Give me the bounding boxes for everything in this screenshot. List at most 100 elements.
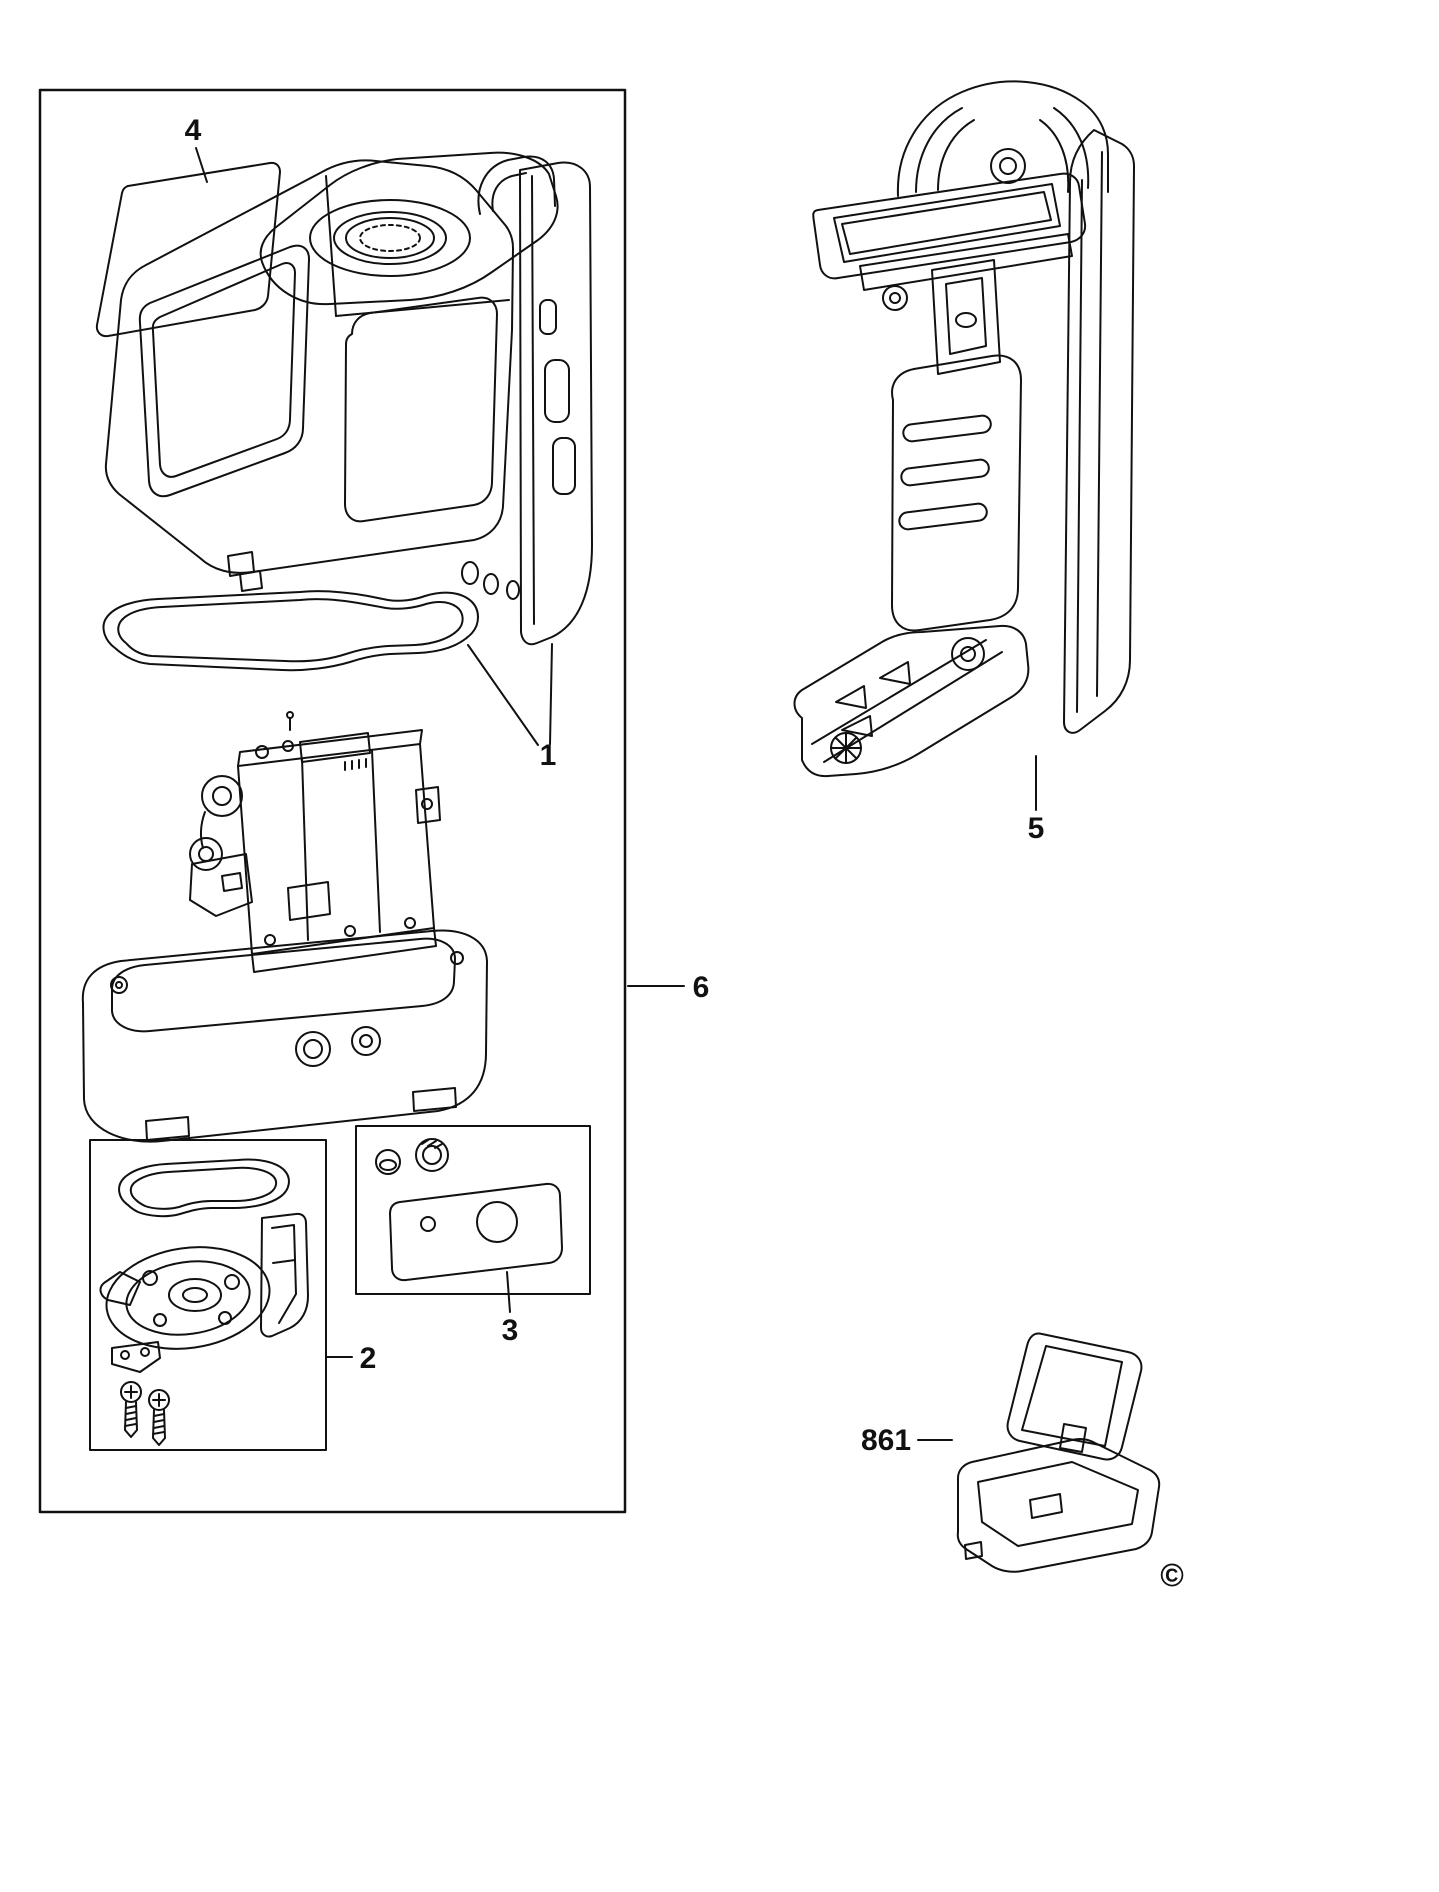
handle-loop [477,155,556,215]
side-tab-hole [421,798,433,810]
screw-slot [124,1385,138,1399]
screw-head [148,1389,170,1411]
part-label-4: 4 [185,114,202,147]
mount-plate [189,853,253,917]
panel-outline [95,161,281,338]
rail-edge [1076,179,1083,713]
case-lid [1006,1332,1143,1461]
l-bracket [111,1341,161,1373]
right-plate-edge [531,175,535,625]
parts-group-frame [38,88,627,1514]
pivot-arm [199,811,206,849]
base-plate-outer [105,1246,271,1350]
plate-lever-arm [99,1271,141,1306]
handle-loop-inner [491,172,527,212]
foot-tab [239,570,263,592]
button-large [415,1138,449,1172]
front-port [295,1031,331,1067]
part2-kit-box [89,1139,353,1451]
pivot-knob-hub [889,292,901,304]
slotted-plate [891,354,1022,632]
side-tab [415,786,441,824]
vent-hole [483,573,499,595]
base-plate-hub-hole [182,1287,208,1303]
screw-threads [152,1413,165,1435]
foot-cutout [835,685,867,709]
case-base [956,1438,1161,1573]
part1-gasket [102,590,553,746]
saddle-rib [1039,119,1070,193]
rotary-ring-outer [309,199,471,277]
top-frame-window [841,191,1052,255]
part-label-3: 3 [502,1314,519,1347]
plate-slot [900,458,990,487]
label-plate [389,1182,563,1282]
adjust-knob [189,837,223,871]
side-window-inner [151,262,296,478]
rail-edge [1096,151,1103,697]
top-board [299,732,371,763]
base-screw [344,925,356,937]
gasket-outer [102,590,479,672]
foot-cutout [879,661,911,685]
vent-hole [506,580,520,600]
screw-boss-hole [115,981,123,989]
plate-hole-small [420,1216,436,1232]
pivot-knob [882,285,908,311]
saddle-rib [915,107,963,193]
housing-body [104,159,514,574]
button-large-face [422,1145,442,1165]
leader-line-4 [195,147,208,183]
case-lid-inner [1021,1345,1123,1447]
part-label-1: 1 [540,739,557,772]
plate-hole [142,1270,158,1286]
part5-wall-bracket [793,80,1135,811]
connector-column [931,259,1001,375]
plate-hole [153,1313,167,1327]
laser-level-housing [104,151,593,646]
clip-bracket-inner [271,1224,297,1324]
part3-kit-box [355,1125,591,1313]
base-plate-hub [168,1278,222,1312]
front-window [344,296,498,523]
top-screw [255,745,269,759]
pivot-wheel [201,775,243,817]
laser-module-assembly [189,711,441,973]
saddle-rib [1053,107,1090,189]
base-opening [111,937,456,1033]
small-gasket-inner [129,1166,278,1210]
button-hatch [421,1139,443,1149]
copyright-mark: © [1160,1557,1184,1593]
module-frame-depth [251,927,437,973]
screw-boss [450,951,464,965]
tray-block [1029,1493,1063,1519]
housing-edge [335,299,510,317]
aperture-window [287,881,331,921]
plate-slot [898,502,988,531]
module-frame-top [237,729,423,767]
base-screw [404,917,416,929]
saddle-rib [937,119,975,191]
base-screw [264,934,276,946]
small-gasket-outer [118,1158,290,1218]
top-frame-outer [812,172,1087,280]
kit-box-frame [89,1139,327,1451]
case-tray [977,1461,1139,1547]
clip-bracket-step [272,1259,296,1264]
button-small-face [379,1159,397,1171]
saddle-outer [896,80,1109,197]
plate-hole [224,1274,240,1290]
leader-line-1b [549,643,553,745]
base-housing [81,929,488,1143]
mount-plate-slot [221,872,243,892]
front-port [351,1026,381,1056]
top-screw [282,740,294,752]
right-plate [519,161,593,646]
plate-slot [552,437,576,495]
connector-window [945,277,987,355]
connector-hole [955,312,977,328]
screw-slot [152,1393,166,1407]
rotary-ring-inner [345,217,435,259]
